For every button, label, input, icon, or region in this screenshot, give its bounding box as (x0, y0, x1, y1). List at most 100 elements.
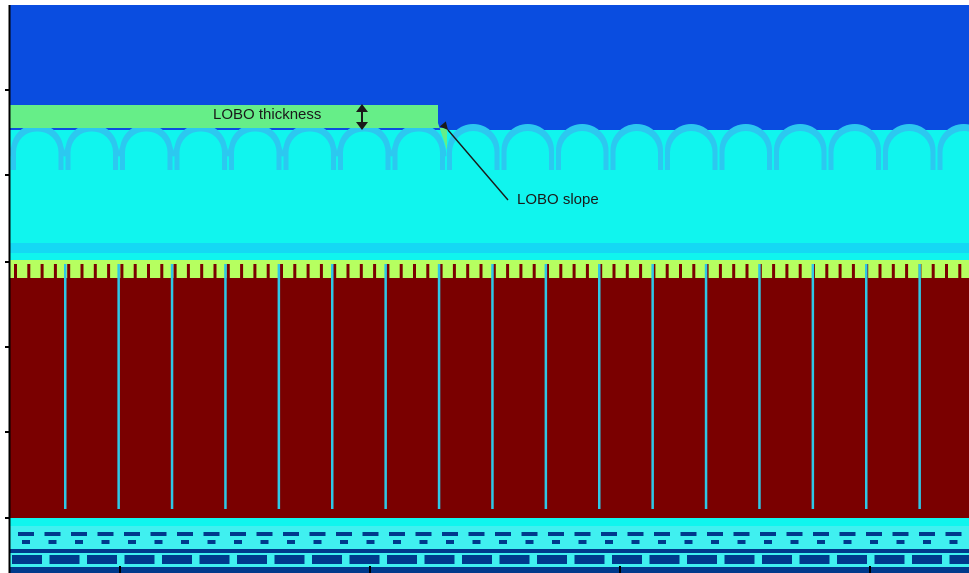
cf-tooth (120, 264, 124, 278)
cf-tooth (519, 264, 523, 278)
lobo-slope-label: LOBO slope (517, 191, 599, 208)
isolation-line (224, 264, 227, 509)
metal-segment (843, 540, 852, 544)
metal-segment (605, 540, 613, 544)
cf-tooth (452, 264, 456, 278)
metal-block (424, 555, 455, 564)
metal-segment (680, 532, 697, 536)
metal-segment (472, 540, 481, 544)
lobo-lens-arc (282, 128, 338, 157)
cf-tooth (27, 264, 31, 278)
metal-segment (256, 532, 273, 536)
metal-block (874, 555, 905, 564)
metal-segment (97, 532, 114, 536)
metal-segment (896, 540, 905, 544)
metal-segment (684, 540, 693, 544)
metal-segment (760, 532, 776, 536)
metal-block (199, 555, 230, 564)
metal-block (237, 555, 267, 564)
metal-segment (548, 532, 564, 536)
metal-segment (923, 540, 931, 544)
cf-tooth (133, 264, 137, 278)
cf-tooth (253, 264, 257, 278)
metal-block (537, 555, 567, 564)
planar-layer (10, 253, 969, 261)
cf-tooth (14, 264, 17, 278)
metal-segment (707, 532, 723, 536)
metal-block (799, 555, 830, 564)
microlens-inner (343, 131, 386, 180)
metal-segment (495, 532, 511, 536)
metal-block (499, 555, 530, 564)
cf-tooth (186, 264, 190, 278)
color-filter-band (10, 260, 969, 280)
cf-tooth (107, 264, 111, 278)
metal-segment (499, 540, 507, 544)
microlens-inner (888, 131, 931, 180)
isolation-line (64, 264, 67, 509)
isolation-line (170, 264, 174, 509)
microlens-inner (506, 131, 549, 180)
cf-tooth (585, 264, 589, 278)
metal-block (574, 555, 605, 564)
metal-segment (552, 540, 560, 544)
metal-top-band (10, 518, 969, 526)
metal-segment (945, 532, 962, 536)
isolation-line (704, 264, 708, 509)
lobo-lens-arc (9, 128, 65, 157)
microlens-inner (615, 131, 658, 180)
cf-tooth (838, 264, 842, 278)
cf-tooth (945, 264, 948, 278)
cf-tooth (280, 264, 283, 278)
microlens-inner (16, 131, 59, 180)
lobo-lens-arc (227, 128, 283, 157)
metal-segment (870, 540, 878, 544)
cf-tooth (612, 264, 616, 278)
cf-tooth (306, 264, 310, 278)
metal-segment (442, 532, 458, 536)
metal-segment (230, 532, 246, 536)
metal-block (462, 555, 492, 564)
metal-segment (711, 540, 719, 544)
microlens-inner (179, 131, 222, 180)
cf-tooth (413, 264, 416, 278)
isolation-line (437, 264, 441, 509)
metal-block (49, 555, 80, 564)
cf-tooth (200, 264, 204, 278)
metal-segment (340, 540, 348, 544)
cf-tooth (718, 264, 722, 278)
isolation-line (117, 264, 120, 509)
metal-block (12, 555, 42, 564)
metal-segment (128, 540, 136, 544)
metal-segment (260, 540, 269, 544)
metal-segment (737, 540, 746, 544)
cf-tooth (333, 264, 337, 278)
cf-tooth (559, 264, 563, 278)
cf-tooth (160, 264, 164, 278)
cf-tooth (93, 264, 97, 278)
microlens-inner (779, 131, 822, 180)
cf-tooth (319, 264, 323, 278)
metal-segment (313, 540, 322, 544)
metal-block (349, 555, 380, 564)
cf-tooth (266, 264, 270, 278)
cf-tooth (240, 264, 244, 278)
metal-segment (786, 532, 803, 536)
metal-block (762, 555, 792, 564)
cf-tooth (386, 264, 390, 278)
metal-segment (574, 532, 591, 536)
cf-tooth (745, 264, 749, 278)
microlens-inner (452, 131, 495, 180)
cf-tooth (426, 264, 430, 278)
cf-tooth (293, 264, 297, 278)
metal-block (162, 555, 192, 564)
cf-tooth (878, 264, 882, 278)
metal-segment (150, 532, 167, 536)
metal-segment (207, 540, 216, 544)
metal-segment (18, 532, 34, 536)
cf-tooth (625, 264, 629, 278)
metal-segment (75, 540, 83, 544)
metal-segment (362, 532, 379, 536)
bottom-axis-ticks (119, 566, 871, 573)
